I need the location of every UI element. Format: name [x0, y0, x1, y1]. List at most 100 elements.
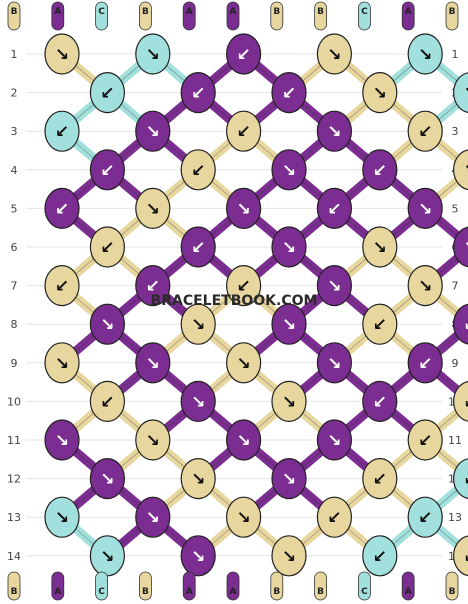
row-label-left: 8	[11, 318, 18, 331]
knot	[316, 187, 352, 229]
knot-arrow-icon: ↙	[191, 84, 205, 104]
row-label-left: 7	[11, 280, 18, 293]
knot-arrow-icon: ↘	[146, 122, 160, 142]
knot-arrow-icon: ↘	[282, 315, 296, 335]
knot	[180, 303, 216, 345]
knot	[44, 33, 80, 75]
knot-arrow-icon: ↙	[463, 547, 468, 567]
start-string-tab	[95, 1, 108, 31]
row-label-right: 9	[452, 357, 459, 370]
row-label-left: 2	[11, 87, 18, 100]
knot	[271, 149, 307, 191]
row-label-right: 1	[452, 48, 459, 61]
knot-arrow-icon: ↙	[373, 547, 387, 567]
knot	[453, 381, 468, 422]
end-string-letter: B	[142, 587, 149, 597]
knot	[271, 458, 307, 500]
knot-arrow-icon: ↘	[146, 431, 160, 451]
knot-arrow-icon: ↘	[463, 238, 468, 258]
knot-arrow-icon: ↙	[55, 122, 69, 142]
start-string-tab	[314, 1, 328, 31]
row-label-right: 13	[448, 511, 462, 524]
knot-arrow-icon: ↘	[282, 238, 296, 258]
knot	[362, 303, 398, 345]
knot-arrow-icon: ↘	[236, 199, 250, 219]
start-string-letter: B	[317, 7, 324, 17]
row-label-left: 12	[7, 473, 21, 486]
knot-arrow-icon: ↘	[100, 315, 114, 335]
end-string-tab	[314, 571, 328, 601]
start-string-tab	[182, 1, 196, 31]
knot	[226, 419, 262, 461]
row-label-right: 5	[452, 202, 459, 215]
knot	[44, 342, 80, 384]
knot-arrow-icon: ↙	[327, 199, 341, 219]
end-string-tab	[401, 571, 415, 601]
knot	[271, 535, 307, 577]
knot	[44, 187, 80, 229]
knot-arrow-icon: ↘	[146, 199, 160, 219]
knot-arrow-icon: ↘	[282, 392, 296, 412]
start-string-tab	[445, 1, 459, 31]
start-string-letter: A	[54, 7, 61, 17]
end-string-letter: B	[273, 587, 280, 597]
knot	[135, 265, 171, 307]
knot	[453, 458, 468, 499]
knot-arrow-icon: ↙	[373, 470, 387, 490]
knot-arrow-icon: ↙	[236, 122, 250, 142]
knot-arrow-icon: ↘	[463, 84, 468, 104]
knot-arrow-icon: ↘	[55, 45, 69, 65]
knot	[271, 226, 307, 268]
knot-arrow-icon: ↙	[55, 199, 69, 219]
start-string-letter: C	[361, 7, 368, 17]
start-string-tab	[357, 1, 371, 31]
knot-arrow-icon: ↘	[100, 547, 114, 567]
row-label-right: 3	[452, 125, 459, 138]
knot	[226, 496, 262, 538]
end-string-tab	[226, 571, 240, 601]
knot	[362, 535, 398, 577]
knot-arrow-icon: ↘	[191, 392, 205, 412]
knot	[180, 226, 216, 268]
row-label-left: 10	[7, 395, 21, 408]
knot	[180, 535, 216, 577]
start-string-letter: B	[142, 7, 149, 17]
knot	[271, 380, 307, 422]
knot-arrow-icon: ↙	[463, 315, 468, 335]
row-label-left: 14	[7, 550, 21, 563]
knot-arrow-icon: ↘	[282, 547, 296, 567]
knot	[180, 458, 216, 500]
knot	[135, 187, 171, 229]
knot-arrow-icon: ↘	[327, 45, 341, 65]
knot	[407, 342, 443, 384]
knot-arrow-icon: ↙	[282, 84, 296, 104]
end-string-letter: A	[54, 587, 61, 597]
knot-arrow-icon: ↘	[146, 508, 160, 528]
knot-arrow-icon: ↘	[191, 315, 205, 335]
row-label-left: 9	[11, 357, 18, 370]
knot-arrow-icon: ↘	[373, 84, 387, 104]
knot-arrow-icon: ↘	[236, 354, 250, 374]
knot-arrow-icon: ↙	[146, 277, 160, 297]
end-string-letter: B	[449, 587, 456, 597]
knot-arrow-icon: ↘	[327, 277, 341, 297]
end-string-letter: A	[405, 587, 412, 597]
end-string-tab	[445, 571, 459, 601]
end-string-tab	[7, 571, 21, 601]
end-string-letter: B	[317, 587, 324, 597]
knot	[362, 71, 398, 114]
row-label-left: 6	[11, 241, 18, 254]
knot	[453, 72, 468, 113]
knot	[44, 110, 80, 152]
knot	[407, 187, 443, 229]
knot	[407, 419, 443, 461]
knot	[316, 342, 352, 384]
knot-arrow-icon: ↘	[100, 470, 114, 490]
start-string-tab	[270, 1, 284, 31]
start-string-letter: B	[449, 7, 456, 17]
start-string-letter: A	[186, 7, 193, 17]
knot	[407, 496, 443, 538]
knot	[362, 458, 398, 500]
knot-arrow-icon: ↘	[146, 354, 160, 374]
end-string-tab	[270, 571, 284, 601]
